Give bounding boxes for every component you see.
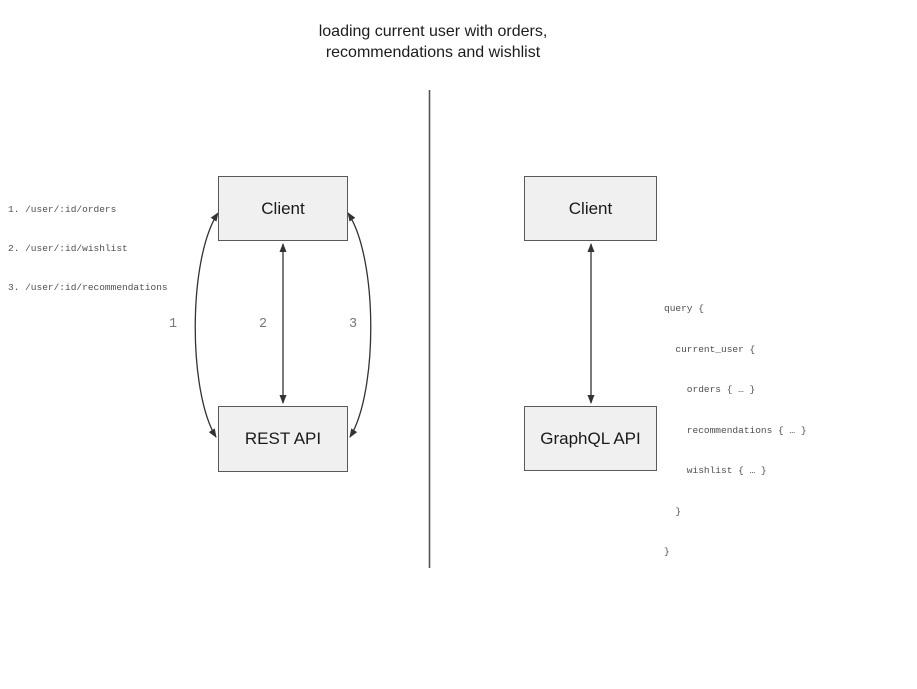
rest-arrow-label-1: 1 <box>168 317 178 332</box>
rest-arrow-label-3: 3 <box>348 317 358 332</box>
query-line: wishlist { … } <box>664 465 767 476</box>
graphql-client-label: Client <box>568 198 613 218</box>
query-line: orders { … } <box>664 384 756 395</box>
rest-client-label: Client <box>261 198 305 218</box>
rest-api-box: REST API <box>218 406 348 472</box>
diagram-title: loading current user with orders, recomm… <box>233 21 633 63</box>
query-line: } <box>664 505 682 517</box>
rest-endpoint-wishlist: 2. /user/:id/wishlist <box>8 243 128 254</box>
query-line: } <box>664 546 670 557</box>
rest-endpoint-recommendations: 3. /user/:id/recommendations <box>8 282 168 293</box>
rest-client-box: Client <box>218 176 348 241</box>
graphql-client-box: Client <box>524 176 657 241</box>
graphql-query-snippet: query { current_user { orders { … } reco… <box>664 275 807 586</box>
query-line: recommendations { … } <box>664 424 807 436</box>
graphql-api-label: GraphQL API <box>540 428 641 448</box>
diagram-title-line2: recommendations and wishlist <box>325 44 541 61</box>
rest-arrow-label-2: 2 <box>258 317 268 332</box>
query-line: current_user { <box>664 343 756 355</box>
rest-api-label: REST API <box>244 429 322 448</box>
rest-arrow-1-curve <box>194 212 219 438</box>
rest-endpoint-list: 1. /user/:id/orders 2. /user/:id/wishlis… <box>8 177 168 320</box>
query-line: query { <box>664 303 704 314</box>
rest-endpoint-orders: 1. /user/:id/orders <box>8 204 117 215</box>
graphql-api-box: GraphQL API <box>524 406 657 471</box>
diagram-title-line1: loading current user with orders, <box>318 23 548 40</box>
